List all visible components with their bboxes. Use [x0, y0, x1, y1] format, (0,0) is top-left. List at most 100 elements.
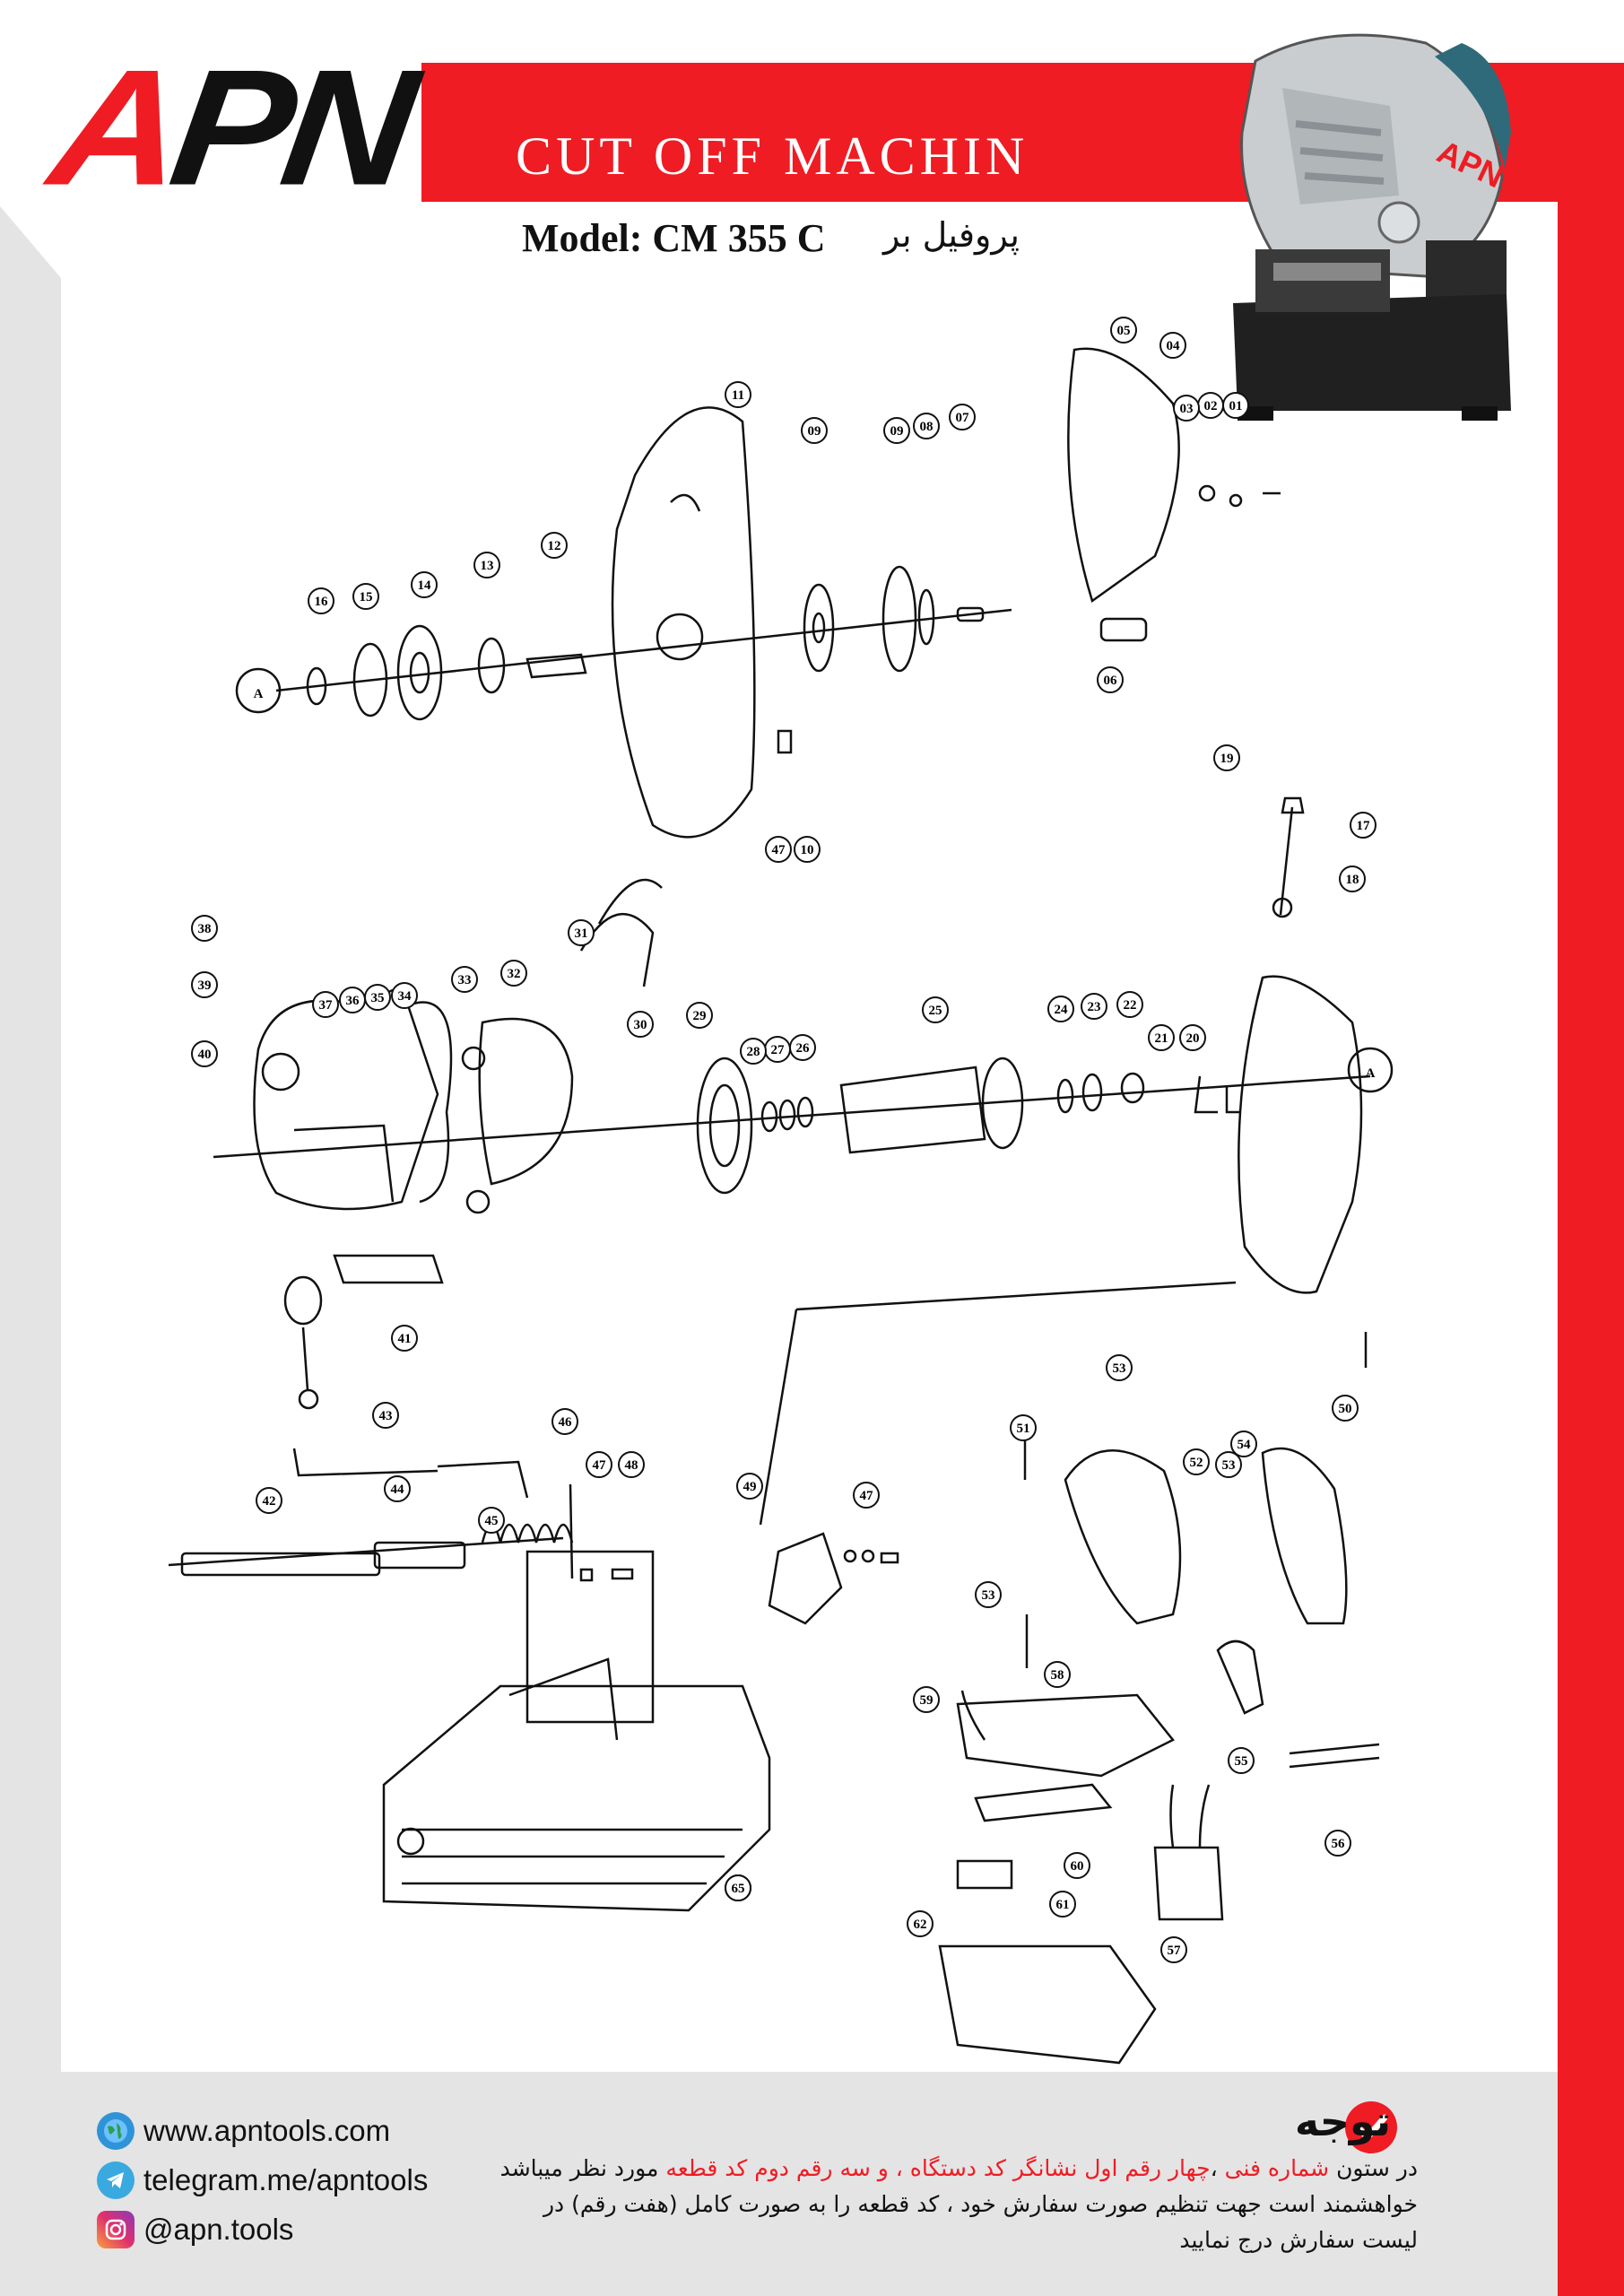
part-64-handle: [938, 1944, 1157, 2065]
marker-circle-a-middle: [1347, 1047, 1394, 1093]
exploded-parts-diagram: 0102030405060708090910111213141516171819…: [168, 317, 1394, 2065]
part-callout-circle: [1081, 993, 1107, 1020]
part-callout-label: 34: [398, 989, 413, 1004]
part-callout-circle: [191, 1040, 218, 1067]
part-callout-label: 20: [1186, 1031, 1200, 1046]
part-callout-label: 36: [346, 994, 360, 1008]
telegram-link[interactable]: telegram.me/apntools: [97, 2161, 428, 2199]
part-callout-label: 52: [1190, 1456, 1203, 1470]
part-callout-label: 49: [743, 1480, 757, 1494]
part-callout-circle: [736, 1473, 763, 1500]
part-callout-label: 25: [929, 1004, 942, 1018]
part-callout-circle: [1097, 666, 1124, 693]
part-callout-label: 53: [982, 1588, 995, 1603]
part-callout-label: 50: [1339, 1402, 1352, 1416]
part-callout-circle: [568, 919, 595, 946]
model-label: Model: CM 355 C: [522, 216, 826, 260]
part-callouts: 0102030405060708090910111213141516171819…: [191, 317, 1376, 1963]
part-callout-label: 47: [593, 1458, 607, 1473]
leader-line-base: [795, 1281, 1237, 1311]
part-callout-label: 09: [890, 424, 904, 439]
part-callout-label: 60: [1071, 1859, 1084, 1874]
part-callout-label: 47: [860, 1489, 874, 1503]
notice-line1-pre: در ستون: [1329, 2155, 1418, 2181]
notice-line1-highlight-2: چهار رقم اول نشانگر کد دستگاه ، و سه رقم…: [665, 2155, 1211, 2181]
part-callout-label: 47: [772, 843, 786, 857]
part-callout-circle: [372, 1402, 399, 1429]
part-63-shape: [956, 1859, 1013, 1890]
website-text: www.apntools.com: [143, 2114, 391, 2147]
check-icon: [1345, 2101, 1397, 2153]
part-callout-circle: [740, 1038, 767, 1065]
part-callout-circle: [339, 987, 366, 1013]
part-callout-circle: [308, 587, 334, 614]
part-callout-circle: [913, 1686, 940, 1713]
part-56-guard: [1261, 1447, 1348, 1625]
part-callout-circle: [541, 532, 568, 559]
part-callout-circle: [1324, 1830, 1351, 1857]
part-45-spring: [481, 1523, 574, 1544]
part-callout-label: 46: [559, 1415, 573, 1430]
part-callout-label: 05: [1117, 324, 1131, 338]
part-callout-circle: [1106, 1354, 1133, 1381]
website-link[interactable]: www.apntools.com: [97, 2112, 390, 2150]
part-callout-circle: [1350, 812, 1376, 839]
part-callout-circle: [1148, 1024, 1175, 1051]
part-54-guard: [1064, 1449, 1182, 1625]
telegram-text: telegram.me/apntools: [143, 2163, 429, 2196]
part-callout-circle: [1160, 1936, 1187, 1963]
part-callout-label: 54: [1238, 1438, 1252, 1452]
part-callout-label: 61: [1056, 1898, 1070, 1912]
part-callout-label: 26: [796, 1041, 811, 1056]
part-callout-label: 40: [198, 1048, 212, 1062]
part-callout-label: 16: [315, 595, 329, 609]
left-gray-wedge: [0, 206, 61, 278]
part-callout-circle: [451, 966, 478, 993]
part-callout-circle: [853, 1482, 880, 1509]
part-callout-label: 24: [1055, 1003, 1069, 1017]
part-callout-label: 19: [1220, 752, 1234, 766]
part-callout-circle: [391, 982, 418, 1009]
left-gray-strip: [0, 278, 61, 2072]
notice-line1-post: مورد نظر میباشد: [499, 2155, 666, 2181]
part-callout-circle: [384, 1475, 411, 1502]
marker-circle-a-top: [235, 667, 282, 714]
part-callout-circle: [391, 1325, 418, 1352]
instagram-link[interactable]: @apn.tools: [97, 2211, 293, 2248]
part-callout-circle: [411, 571, 438, 598]
part-49-block: [768, 1532, 843, 1625]
part-callout-label: 15: [360, 590, 373, 604]
model-persian-name: پروفیل بر: [883, 215, 1020, 255]
part-callout-label: 31: [575, 926, 588, 941]
part-callout-label: 32: [508, 967, 521, 981]
part-callout-circle: [1183, 1448, 1210, 1475]
part-callout-circle: [478, 1507, 505, 1534]
part-callout-circle: [1044, 1661, 1071, 1688]
part-callout-label: 33: [458, 973, 472, 987]
part-callout-circle: [765, 836, 792, 863]
part-callout-circle: [586, 1451, 612, 1478]
part-callout-circle: [1064, 1852, 1090, 1879]
part-callout-circle: [1110, 317, 1137, 344]
part-callout-circle: [618, 1451, 645, 1478]
footer-panel: [0, 2072, 1558, 2296]
notice-title: توجه: [1294, 2097, 1391, 2145]
part-callout-label: 29: [693, 1009, 707, 1023]
part-callout-label: 18: [1346, 873, 1359, 887]
part-callout-label: 53: [1222, 1458, 1236, 1473]
part-callout-circle: [1159, 332, 1186, 359]
globe-icon: [97, 2112, 135, 2150]
part-callout-label: 62: [914, 1918, 927, 1932]
instagram-icon: [97, 2211, 135, 2248]
part-callout-circle: [975, 1581, 1002, 1608]
part-callout-label: 39: [198, 978, 212, 993]
part-callout-label: 48: [625, 1458, 638, 1473]
part-callout-label: 17: [1357, 819, 1371, 833]
fence-shape: [525, 1550, 655, 1724]
notice-line-3: لیست سفارش درج نمایید: [1179, 2227, 1418, 2253]
part-callout-label: 06: [1104, 674, 1118, 688]
part-callout-circle: [1215, 1451, 1242, 1478]
notice-line1-sep: ،: [1210, 2155, 1225, 2181]
part-callout-label: 57: [1168, 1944, 1182, 1958]
part-callout-circle: [312, 991, 339, 1018]
